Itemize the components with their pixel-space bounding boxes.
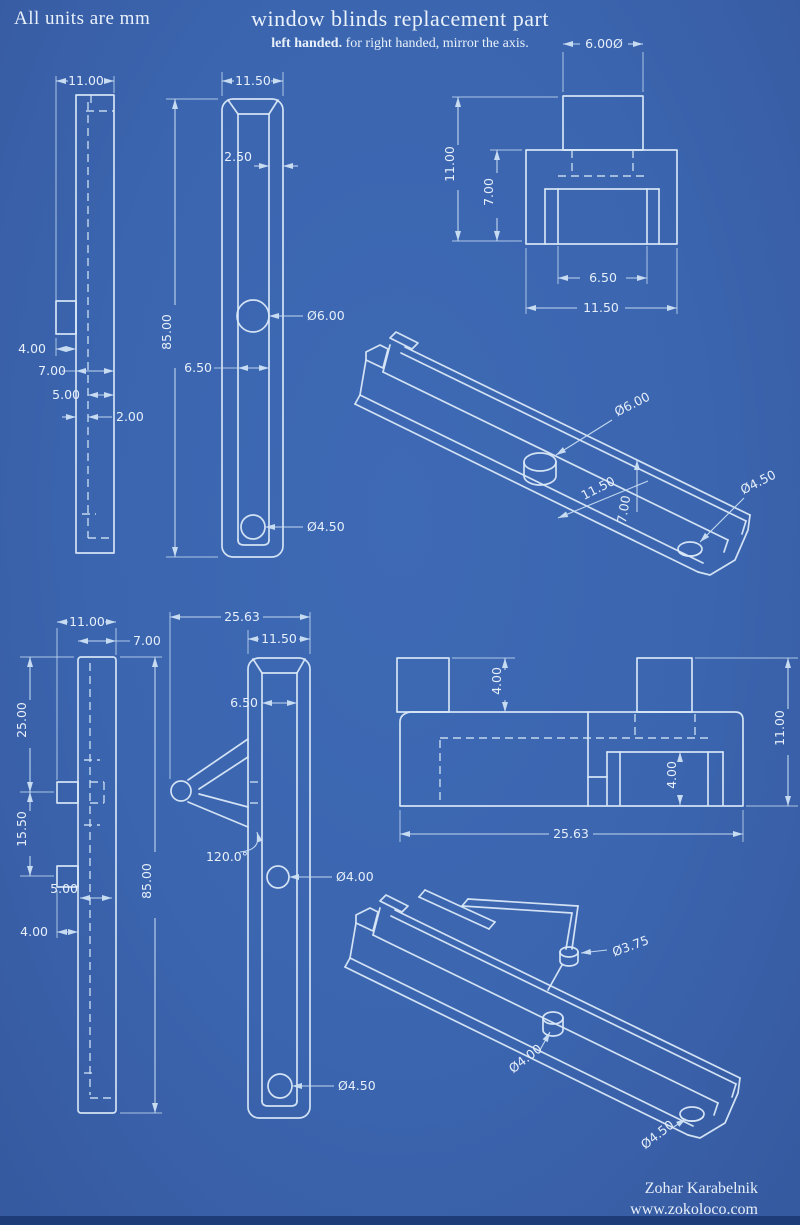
- page-title: window blinds replacement part: [251, 6, 549, 31]
- part2-isometric-view: Ø3.75 Ø4.00 Ø4.50: [344, 889, 741, 1152]
- p1-side-pocket-dim: 5.00: [52, 387, 80, 402]
- p2-front-midhole-dim: Ø4.00: [336, 869, 374, 884]
- part2-front-view: 25.63 11.50 6.50 120.0° Ø4.00 Ø4.50: [169, 609, 376, 1119]
- p2-front-angle-dim: 120.0°: [206, 849, 248, 864]
- p2-side-width-dim: 11.00: [69, 614, 105, 629]
- p2-top-width-dim: 25.63: [553, 826, 589, 841]
- page-subtitle: left handed. for right handed, mirror th…: [0, 36, 800, 52]
- p1-front-bottomhole-dim: Ø4.50: [307, 519, 345, 534]
- p1-side-width-dim: 11.00: [68, 73, 104, 88]
- part1-top-view: 6.00Ø 11.00 7.00 6.50 11.50: [442, 36, 678, 315]
- p2-front-bottomhole-dim: Ø4.50: [338, 1078, 376, 1093]
- p2-side-tab1pos-dim: 25.00: [14, 702, 29, 738]
- p2-iso-boss-label: Ø4.00: [506, 1041, 545, 1076]
- p1-top-depth-dim: 11.00: [442, 146, 457, 182]
- website-url: www.zokoloco.com: [630, 1201, 758, 1218]
- p2-top-depth-dim: 11.00: [772, 710, 787, 746]
- credit-block: Zohar Karabelnik www.zokoloco.com: [630, 1178, 758, 1220]
- p2-top-tabheight-dim: 4.00: [489, 667, 504, 695]
- subtitle-bold: left handed.: [271, 36, 343, 51]
- p2-side-height-dim: 85.00: [139, 863, 154, 899]
- p2-front-width-dim: 11.50: [261, 631, 297, 646]
- p2-front-totalwidth-dim: 25.63: [224, 609, 260, 624]
- part1-front-view: 11.50 2.50 85.00 6.50 Ø6.00 Ø4.50: [159, 72, 345, 558]
- p1-top-slot-dim: 6.50: [589, 270, 617, 285]
- p1-front-tophole-dim: Ø6.00: [307, 308, 345, 323]
- p1-side-wall-dim: 2.00: [116, 409, 144, 424]
- p1-front-width-dim: 11.50: [235, 73, 271, 88]
- p1-top-bodydepth-dim: 7.00: [481, 178, 496, 206]
- p2-side-pocket-dim: 5.00: [50, 881, 78, 896]
- p2-iso-hole-label: Ø4.50: [638, 1117, 677, 1152]
- p1-iso-boss-label: Ø6.00: [612, 389, 652, 419]
- subtitle-rest: for right handed, mirror the axis.: [342, 36, 529, 51]
- part1-isometric-view: Ø6.00 11.50 7.00 Ø4.50: [354, 331, 778, 576]
- p1-side-tab-dim: 4.00: [18, 341, 46, 356]
- p2-top-pocket-dim: 4.00: [664, 761, 679, 789]
- units-note: All units are mm: [14, 8, 151, 29]
- p1-side-body-dim: 7.00: [38, 363, 66, 378]
- p2-side-body-dim: 7.00: [133, 633, 161, 648]
- p1-top-pin-dim: 6.00Ø: [585, 36, 623, 51]
- footer-bar: [0, 1216, 800, 1225]
- p1-iso-hole-label: Ø4.50: [738, 467, 778, 497]
- p1-front-height-dim: 85.00: [159, 314, 174, 350]
- p1-front-slot-dim: 6.50: [184, 360, 212, 375]
- p2-iso-pin-label: Ø3.75: [610, 932, 651, 959]
- part2-side-view: 11.00 7.00 25.00 15.50 5.00 4.00: [14, 614, 162, 1114]
- part2-top-view: 4.00 4.00 11.00 25.63: [396, 657, 798, 842]
- author-name: Zohar Karabelnik: [644, 1180, 758, 1197]
- part1-side-view: 11.00 4.00 7.00 5.00 2.00: [18, 73, 144, 554]
- p1-iso-depth-label: 7.00: [614, 494, 634, 524]
- p1-top-width-dim: 11.50: [583, 300, 619, 315]
- p2-side-tab-dim: 4.00: [20, 924, 48, 939]
- p2-side-tabgap-dim: 15.50: [14, 811, 29, 847]
- p1-front-wall-dim: 2.50: [224, 149, 252, 164]
- p2-front-slot-dim: 6.50: [230, 695, 258, 710]
